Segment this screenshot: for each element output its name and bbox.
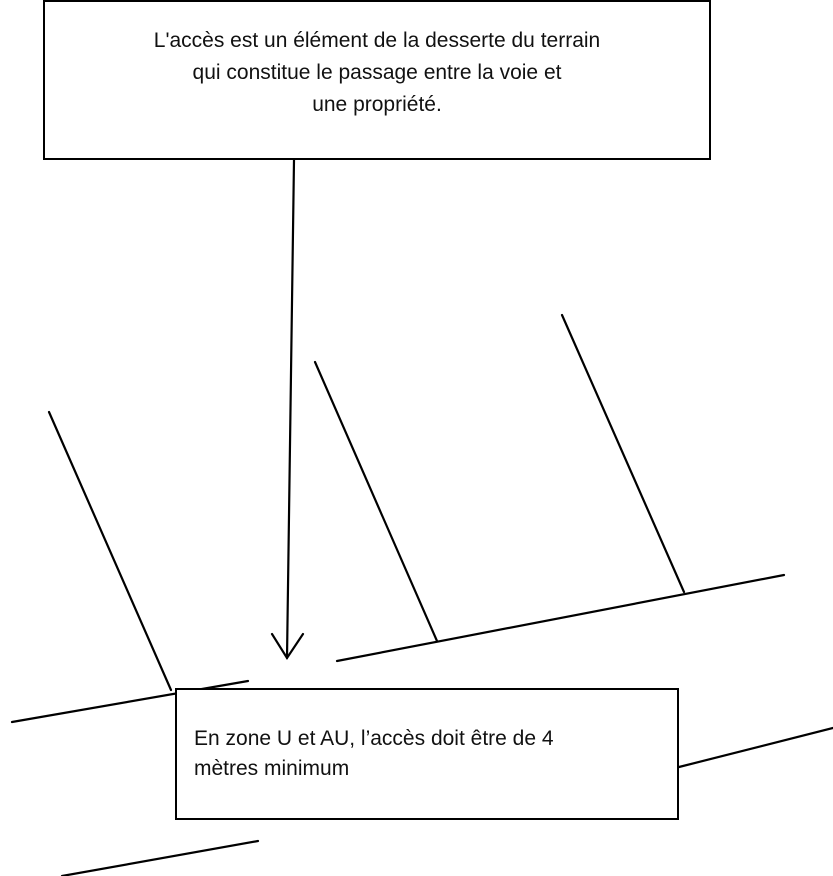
road-edge-left-segment (10, 679, 250, 724)
definition-line-1: L'accès est un élément de la desserte du… (153, 29, 601, 52)
road-edge-right-segment (335, 573, 786, 663)
rule-line-2: mètres minimum (194, 757, 350, 780)
access-definition-callout: L'accès est un élément de la desserte du… (43, 0, 711, 160)
access-arrow-shaft (285, 158, 296, 660)
property-boundary-line-3 (560, 313, 686, 594)
access-arrow-head (270, 632, 305, 661)
property-boundary-line-1 (47, 410, 173, 692)
road-edge-far-right-segment (677, 726, 833, 769)
access-width-rule-callout: En zone U et AU, l’accès doit être de 4 … (175, 688, 679, 820)
definition-line-2: qui constitue le passage entre la voie e… (192, 61, 562, 84)
rule-line-1: En zone U et AU, l’accès doit être de 4 (194, 727, 554, 750)
property-boundary-line-2 (313, 360, 439, 643)
definition-line-3: une propriété. (312, 93, 442, 116)
road-edge-far-left-segment (60, 839, 260, 876)
